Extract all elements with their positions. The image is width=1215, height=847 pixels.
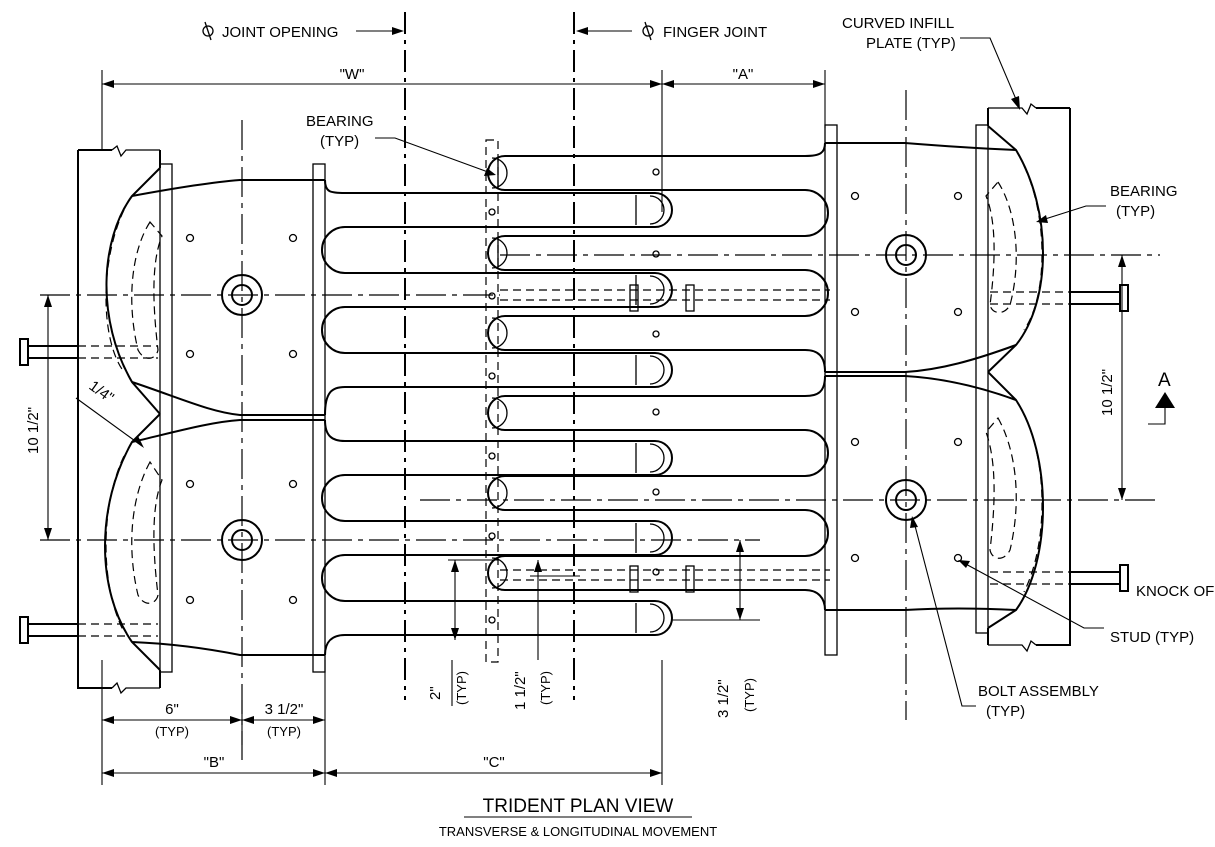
svg-text:KNOCK OFF: KNOCK OFF — [1136, 583, 1215, 600]
bearing-left-label: BEARING (TYP) — [306, 113, 496, 176]
dimension-10-half-left: 10 1/2" — [25, 295, 52, 540]
section-marker-a: A — [1148, 370, 1175, 425]
dimension-w: "W" — [101, 66, 662, 150]
dimension-3-half-horizontal: 3 1/2" (TYP) — [242, 701, 325, 739]
svg-text:STUD (TYP): STUD (TYP) — [1110, 629, 1194, 646]
svg-text:6": 6" — [165, 701, 179, 718]
finger-bearings — [485, 139, 695, 663]
cl-finger-joint-label: FINGER JOINT — [576, 21, 767, 41]
svg-text:BEARING: BEARING — [306, 113, 374, 130]
break-symbol — [988, 102, 1037, 116]
break-symbol — [988, 639, 1037, 653]
svg-text:"A": "A" — [733, 66, 754, 83]
svg-text:"B": "B" — [204, 754, 225, 771]
dimension-quarter: 1/4" — [75, 377, 144, 448]
svg-text:(TYP): (TYP) — [742, 678, 757, 712]
centerline-icon — [202, 21, 214, 41]
dimension-6-typ: 6" (TYP) — [102, 701, 242, 739]
svg-text:"C": "C" — [483, 754, 504, 771]
dimension-b: "B" — [102, 754, 325, 777]
svg-text:10 1/2": 10 1/2" — [1099, 369, 1116, 416]
left-plate-assembly — [19, 144, 326, 695]
dimension-a: "A" — [661, 66, 826, 212]
svg-text:3 1/2": 3 1/2" — [715, 679, 732, 718]
anchor-stud — [990, 564, 1129, 592]
break-symbol — [111, 144, 160, 158]
left-fingers — [321, 179, 673, 656]
svg-text:3 1/2": 3 1/2" — [265, 701, 304, 718]
dimension-2-typ: 2" (TYP) — [427, 559, 500, 706]
dimension-3-half-typ: 3 1/2" (TYP) — [672, 540, 760, 718]
anchor-stud — [19, 616, 158, 644]
svg-text:10 1/2": 10 1/2" — [25, 407, 42, 454]
svg-text:2": 2" — [427, 686, 444, 700]
svg-text:(TYP): (TYP) — [454, 671, 469, 705]
dimension-10-half-right: 10 1/2" — [1099, 255, 1126, 500]
svg-text:1/4": 1/4" — [86, 377, 117, 406]
cl-joint-opening-label: JOINT OPENING — [202, 21, 404, 41]
break-symbol — [111, 681, 160, 695]
svg-text:(TYP): (TYP) — [986, 703, 1025, 720]
svg-text:(TYP): (TYP) — [267, 724, 301, 739]
bolt-assembly-label: BOLT ASSEMBLY (TYP) — [910, 516, 1099, 720]
svg-text:(TYP): (TYP) — [1116, 203, 1155, 220]
svg-text:FINGER JOINT: FINGER JOINT — [663, 24, 767, 41]
drawing-title: TRIDENT PLAN VIEW TRANSVERSE & LONGITUDI… — [439, 796, 717, 839]
svg-text:A: A — [1158, 370, 1171, 391]
svg-text:"W": "W" — [340, 66, 365, 83]
anchor-stud — [19, 338, 158, 366]
right-plate-assembly — [824, 102, 1129, 656]
svg-text:(TYP): (TYP) — [320, 133, 359, 150]
svg-text:TRANSVERSE & LONGITUDINAL MOVE: TRANSVERSE & LONGITUDINAL MOVEMENT — [439, 824, 717, 839]
svg-text:(TYP): (TYP) — [538, 671, 553, 705]
svg-text:BOLT ASSEMBLY: BOLT ASSEMBLY — [978, 683, 1099, 700]
svg-text:(TYP): (TYP) — [155, 724, 189, 739]
knock-off-stud-label: KNOCK OFF STUD (TYP) — [958, 560, 1215, 646]
dimension-1-half-typ: 1 1/2" (TYP) — [512, 560, 580, 710]
svg-text:1 1/2": 1 1/2" — [512, 671, 529, 710]
svg-text:CURVED INFILL: CURVED INFILL — [842, 15, 954, 32]
centerline-icon — [642, 21, 654, 41]
bearing-right-label: BEARING (TYP) — [1036, 183, 1178, 223]
curved-infill-plate-label: CURVED INFILL PLATE (TYP) — [842, 15, 1020, 110]
svg-text:TRIDENT PLAN VIEW: TRIDENT PLAN VIEW — [483, 796, 674, 817]
dimension-c: "C" — [325, 754, 662, 777]
svg-text:JOINT OPENING: JOINT OPENING — [222, 24, 338, 41]
svg-text:BEARING: BEARING — [1110, 183, 1178, 200]
svg-text:PLATE (TYP): PLATE (TYP) — [866, 35, 956, 52]
anchor-stud — [990, 284, 1129, 312]
